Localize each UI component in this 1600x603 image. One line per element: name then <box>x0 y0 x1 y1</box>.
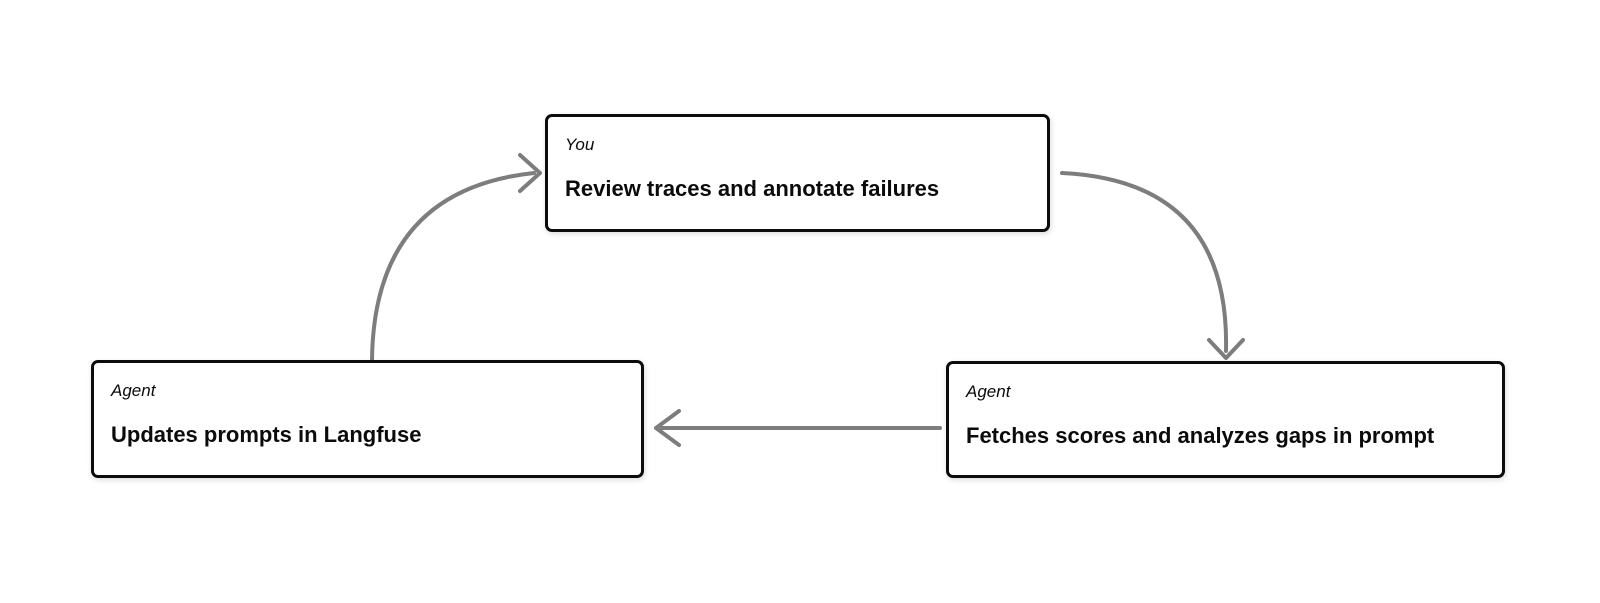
node-role-label: Agent <box>966 382 1011 401</box>
arrow-fetch-to-update-head <box>654 409 681 447</box>
arrow-update-to-you <box>370 171 536 362</box>
node-agent-fetch: Agent Fetches scores and analyzes gaps i… <box>946 361 1505 478</box>
node-you-review: You Review traces and annotate failures <box>545 114 1050 232</box>
node-title: Updates prompts in Langfuse <box>111 422 422 447</box>
node-role-label: Agent <box>111 381 156 400</box>
node-title: Review traces and annotate failures <box>565 176 940 201</box>
node-title: Fetches scores and analyzes gaps in prom… <box>966 423 1435 448</box>
arrow-you-to-fetch <box>1060 171 1229 353</box>
arrow-update-to-you-head <box>518 153 542 193</box>
node-role-label: You <box>565 135 595 154</box>
arrow-you-to-fetch-head <box>1207 338 1245 360</box>
node-agent-update: Agent Updates prompts in Langfuse <box>91 360 644 478</box>
